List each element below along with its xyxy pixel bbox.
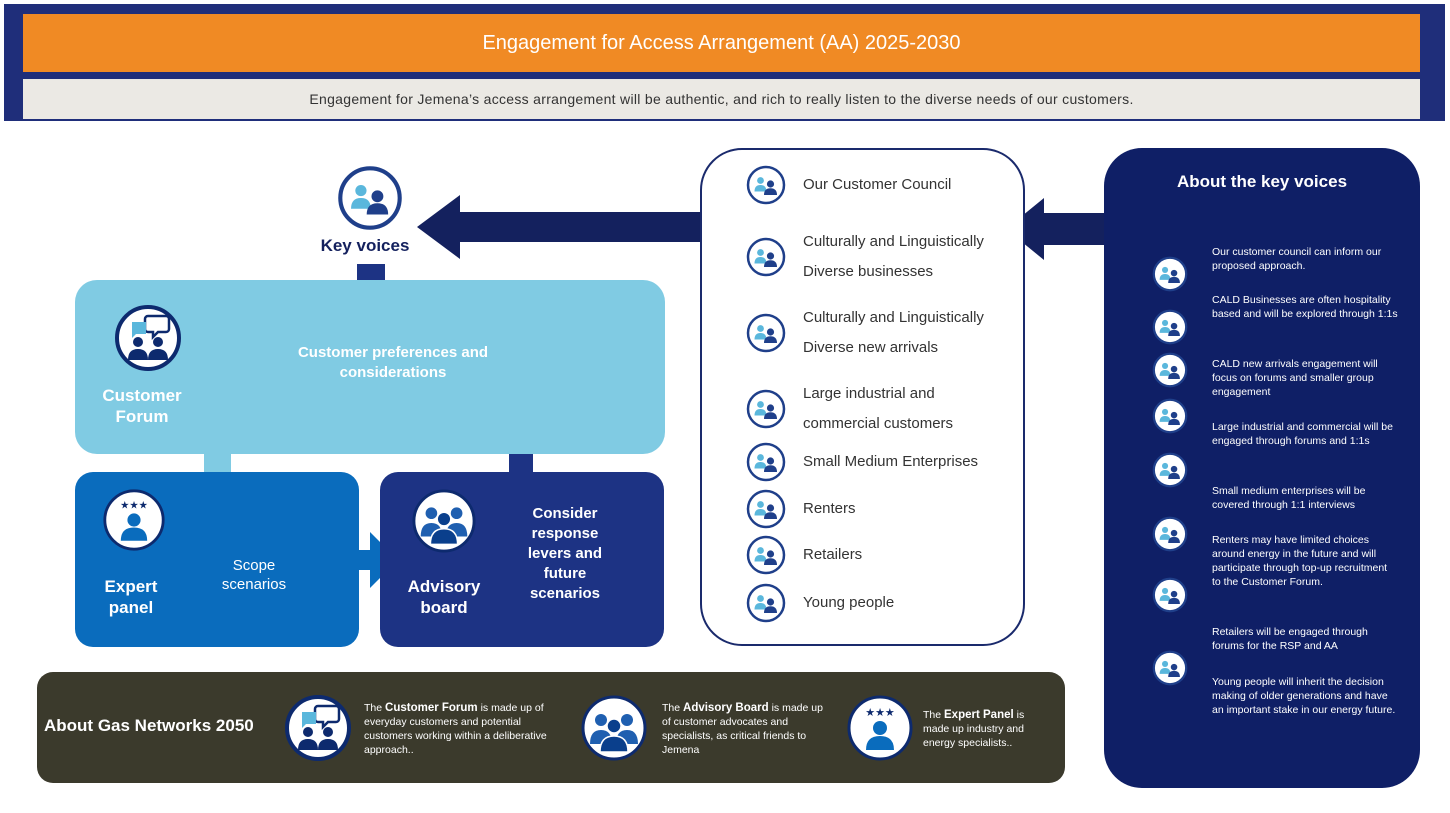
voice-label: Young people	[803, 594, 895, 611]
people-icon	[746, 165, 786, 205]
about-voice-text: CALD new arrivals engagement will focus …	[1212, 358, 1378, 398]
customer-forum-label: Customer Forum	[102, 386, 182, 426]
people-icon	[1152, 352, 1188, 388]
about-voice-text: Small medium enterprises will be covered…	[1212, 485, 1366, 511]
page-title: Engagement for Access Arrangement (AA) 2…	[23, 14, 1420, 72]
people-icon	[1152, 650, 1188, 686]
people-icon	[746, 489, 786, 529]
voice-item: Our Customer Council	[746, 165, 1013, 205]
voice-label: Renters	[803, 500, 856, 517]
people-icon	[746, 389, 786, 429]
voice-label: Our Customer Council	[803, 176, 952, 193]
customer-preferences-text: Customer preferences and considerations	[297, 344, 489, 381]
key-voices-label: Key voices	[320, 236, 410, 255]
customer-forum-icon	[284, 694, 352, 762]
voice-label: Retailers	[803, 546, 863, 563]
customer-forum-icon	[114, 304, 182, 372]
advisory-board-icon	[580, 694, 648, 762]
voice-item: Large industrial and commercial customer…	[746, 379, 1013, 439]
expert-panel-label: Expert panel	[104, 577, 158, 617]
voice-item: Culturally and Linguistically Diverse bu…	[746, 227, 1013, 287]
about-voice-text: Large industrial and commercial will be …	[1212, 421, 1393, 447]
arrow-to-voices-panel	[1006, 198, 1104, 260]
advisory-board-description: The Advisory Board is made up of custome…	[662, 702, 823, 756]
about-voice-text: Young people will inherit the decision m…	[1212, 676, 1396, 716]
customer-forum-description: The Customer Forum is made up of everyda…	[364, 702, 547, 756]
voice-item: Small Medium Enterprises	[746, 442, 1013, 482]
expert-panel-description: The Expert Panel is made up industry and…	[923, 709, 1025, 749]
key-voices-icon	[337, 165, 403, 231]
advisory-board-icon	[411, 488, 477, 554]
people-icon	[746, 442, 786, 482]
advisory-board-label: Advisory board	[407, 577, 481, 617]
people-icon	[1152, 309, 1188, 345]
arrow-expert-to-advisory	[359, 532, 398, 588]
scope-scenarios-text: Scope scenarios	[221, 557, 287, 593]
page-subtitle: Engagement for Jemena’s access arrangeme…	[23, 79, 1420, 119]
people-icon	[746, 313, 786, 353]
voice-item: Renters	[746, 489, 1013, 529]
voice-label: Large industrial and commercial customer…	[803, 385, 954, 432]
voice-label: Culturally and Linguistically Diverse ne…	[803, 309, 984, 356]
voice-item: Retailers	[746, 535, 1013, 575]
expert-panel-icon	[102, 488, 166, 552]
people-icon	[746, 583, 786, 623]
about-voice-text: Retailers will be engaged through forums…	[1212, 626, 1368, 652]
people-icon	[1152, 577, 1188, 613]
expert-panel-icon	[846, 694, 914, 762]
about-voice-text: CALD Businesses are often hospitality ba…	[1212, 294, 1398, 320]
consider-levers-text: Consider response levers and future scen…	[527, 505, 603, 602]
voice-item: Culturally and Linguistically Diverse ne…	[746, 303, 1013, 363]
about-gas-networks-title: About Gas Networks 2050	[44, 716, 254, 735]
customer-forum-box	[75, 280, 665, 454]
people-icon	[1152, 398, 1188, 434]
people-icon	[746, 535, 786, 575]
people-icon	[746, 237, 786, 277]
people-icon	[1152, 256, 1188, 292]
voice-label: Culturally and Linguistically Diverse bu…	[803, 233, 984, 280]
about-key-voices-title: About the key voices	[1176, 172, 1348, 191]
people-icon	[1152, 516, 1188, 552]
arrow-to-key-voices	[417, 195, 728, 259]
people-icon	[1152, 452, 1188, 488]
about-voice-text: Our customer council can inform our prop…	[1212, 246, 1382, 272]
voice-label: Small Medium Enterprises	[803, 453, 979, 470]
voice-item: Young people	[746, 583, 1013, 623]
about-voice-text: Renters may have limited choices around …	[1212, 534, 1388, 588]
